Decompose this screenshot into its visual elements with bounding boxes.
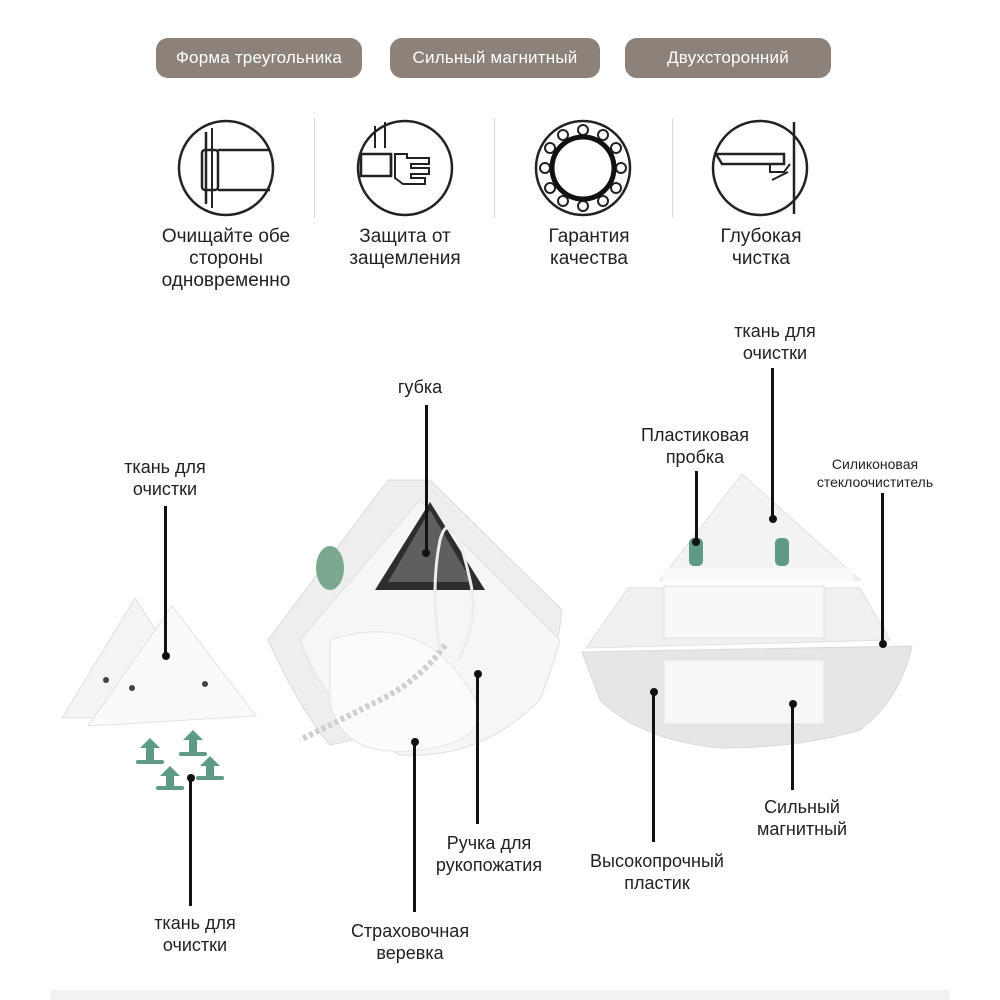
window-frame-icon [177,119,275,217]
callout-line-wiper [881,493,884,641]
callout-line-left-bottom [189,778,192,906]
callout-line-rope [413,742,416,912]
badge-double-sided: Двухсторонний [625,38,831,78]
callout-dot [879,640,887,648]
label-silicone-wiper: Силиконовая стеклоочиститель [816,456,934,490]
label-handle: Ручка для рукопожатия [435,833,543,875]
callout-line-cloth-right [771,368,774,518]
label-cloth-left-top: ткань для очистки [124,457,206,499]
feature-label-anti-pinch: Защита от защемления [349,226,461,269]
label-sponge: губка [397,377,443,397]
label-cloth-left-bottom: ткань для очистки [154,913,236,955]
footer-shadow [50,990,950,1000]
callout-dot [789,700,797,708]
callout-line-magnet [791,704,794,790]
callout-dot [769,515,777,523]
label-high-strength-plastic: Высокопрочный пластик [590,851,724,893]
callout-dot [162,652,170,660]
anti-pinch-icon [356,119,454,217]
callout-line-sponge [425,405,428,553]
callout-dot [650,688,658,696]
divider [314,118,315,218]
label-strong-magnetic: Сильный магнитный [756,797,848,839]
callout-dot [187,774,195,782]
feature-label-quality: Гарантия качества [548,226,630,269]
callout-dot [411,738,419,746]
label-plastic-plug: Пластиковая пробка [641,425,749,467]
feature-label-both-sides: Очищайте обе стороны одновременно [161,226,291,291]
callout-line-handle [476,674,479,824]
quality-ring-icon [534,119,632,217]
callout-line-left-top [164,506,167,654]
callout-dot [474,670,482,678]
callout-dot [692,538,700,546]
callout-dot [422,549,430,557]
label-cloth-right: ткань для очистки [734,321,816,363]
badge-triangle-shape: Форма треугольника [156,38,362,78]
label-safety-rope: Страховочная веревка [350,921,470,963]
deep-clean-icon [711,119,809,217]
callout-line-plug [695,471,698,541]
divider [494,118,495,218]
badge-strong-magnetic: Сильный магнитный [390,38,600,78]
feature-label-deep-clean: Глубокая чистка [720,226,802,269]
divider [672,118,673,218]
callout-line-plastic [652,692,655,842]
